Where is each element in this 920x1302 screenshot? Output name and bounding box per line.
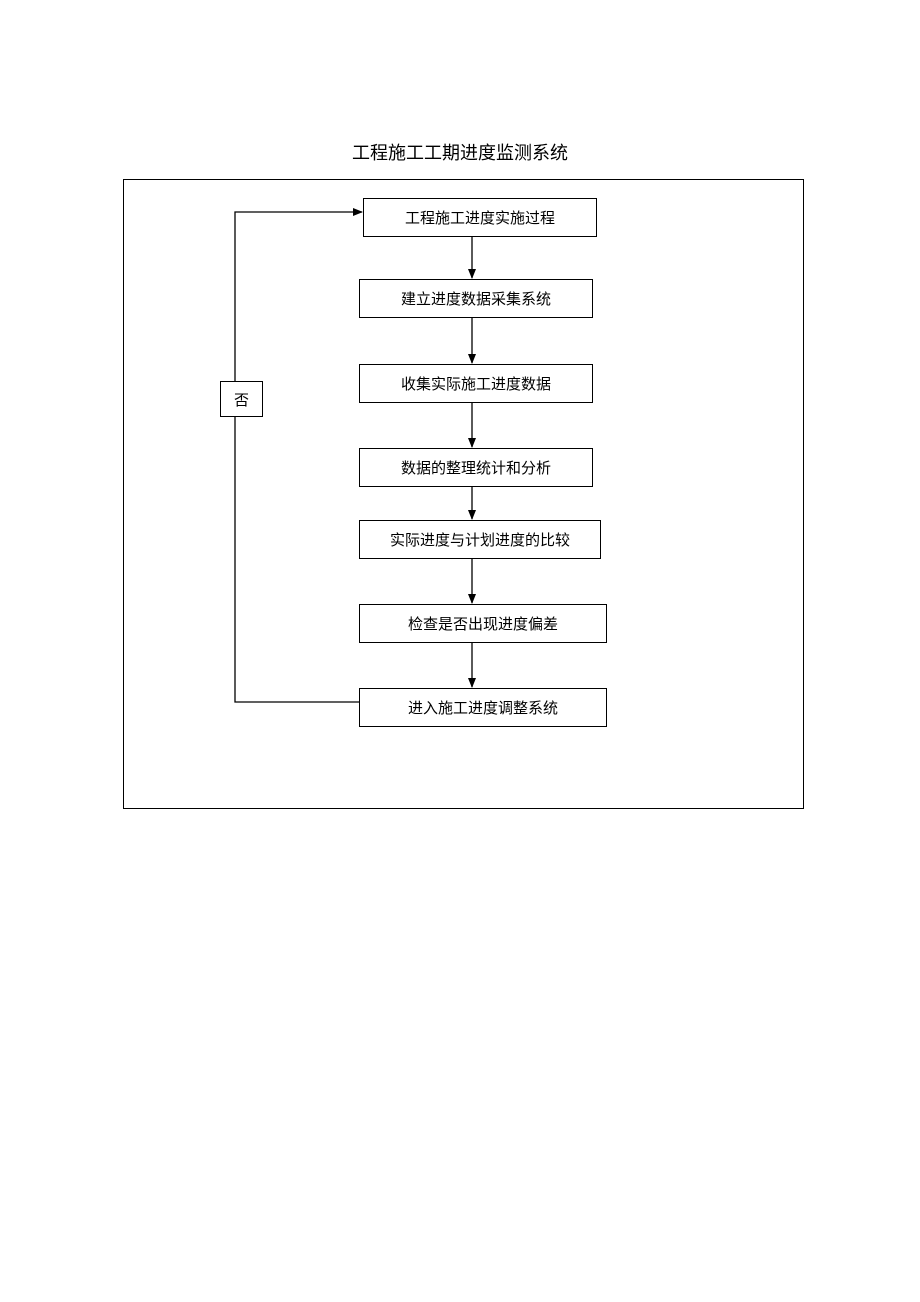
step-enter-adjustment-system: 进入施工进度调整系统 [359, 688, 607, 727]
diagram-frame [123, 179, 804, 809]
step-build-data-collection-system: 建立进度数据采集系统 [359, 279, 593, 318]
diagram-title: 工程施工工期进度监测系统 [352, 143, 568, 164]
step-collect-actual-progress-data: 收集实际施工进度数据 [359, 364, 593, 403]
edge-n7-n1-loop [234, 208, 363, 703]
step-data-analysis: 数据的整理统计和分析 [359, 448, 593, 487]
step-check-deviation: 检查是否出现进度偏差 [359, 604, 607, 643]
step-compare-actual-vs-plan: 实际进度与计划进度的比较 [359, 520, 601, 559]
step-construction-progress-process: 工程施工进度实施过程 [363, 198, 597, 237]
loop-label-no: 否 [220, 381, 263, 417]
